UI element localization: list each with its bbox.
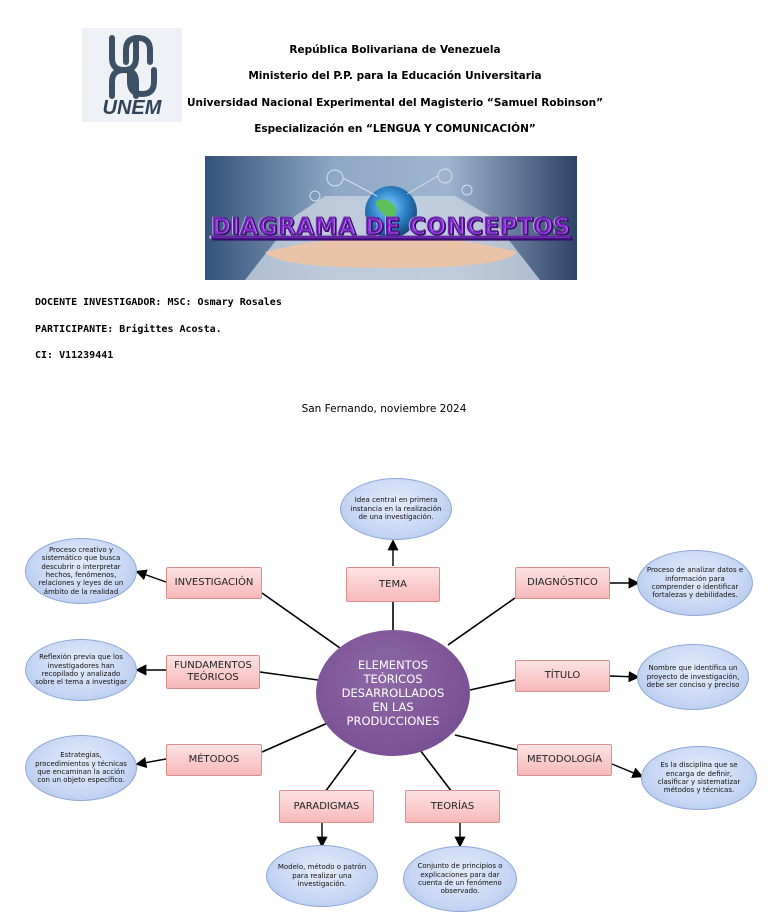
- arrow-titulo: [609, 671, 640, 683]
- connector-metodologia: [454, 734, 519, 751]
- connector-investigacion: [261, 592, 341, 649]
- concept-tema: TEMA: [346, 567, 440, 602]
- header-line-universidad: Universidad Nacional Experimental del Ma…: [187, 97, 603, 109]
- participante-line: PARTICIPANTE: Brigittes Acosta.: [35, 324, 222, 335]
- definition-diagnostico: Proceso de analizar datos e información …: [637, 550, 753, 616]
- definition-metodologia: Es la disciplina que se encarga de defin…: [641, 746, 757, 810]
- definition-investigacion: Proceso creativo y sistemático que busca…: [25, 538, 137, 604]
- concept-metodologia: METODOLOGÍA: [517, 744, 612, 776]
- place-date: San Fernando, noviembre 2024: [301, 403, 467, 415]
- definition-titulo: Nombre que identifica un proyecto de inv…: [637, 644, 749, 710]
- header-line-ministerio: Ministerio del P.P. para la Educación Un…: [248, 70, 542, 82]
- header-line-republica: República Bolivariana de Venezuela: [289, 44, 501, 56]
- connector-paradigmas: [324, 749, 357, 793]
- concept-fundamentos-teoricos: FUNDAMENTOS TEÓRICOS: [166, 655, 260, 689]
- arrow-metodologia: [611, 763, 644, 778]
- concept-metodos: MÉTODOS: [166, 744, 262, 776]
- svg-text:UNEM: UNEM: [103, 97, 163, 119]
- concept-diagnostico: DIAGNÓSTICO: [515, 567, 610, 599]
- arrow-investigacion: [135, 569, 167, 583]
- definition-metodos: Estrategias, procedimientos y técnicas q…: [25, 735, 137, 801]
- concept-titulo: TÍTULO: [515, 660, 610, 692]
- header-line-especializacion: Especialización en “LENGUA Y COMUNICACIÓ…: [254, 123, 536, 135]
- unem-logo: UNEM: [82, 28, 182, 122]
- definition-tema: Idea central en primera instancia en la …: [340, 478, 452, 540]
- definition-teorias: Conjunto de principios o explicaciones p…: [403, 846, 517, 912]
- concept-paradigmas: PARADIGMAS: [279, 790, 374, 823]
- central-concept: ELEMENTOS TEÓRICOS DESARROLLADOS EN LAS …: [316, 630, 470, 756]
- arrow-metodos: [135, 757, 167, 769]
- banner-image: DIAGRAMA DE CONCEPTOS: [205, 156, 577, 280]
- connector-teorias: [419, 749, 453, 793]
- concept-investigacion: INVESTIGACIÓN: [166, 567, 262, 599]
- concept-teorias: TEORÍAS: [405, 790, 500, 823]
- docente-line: DOCENTE INVESTIGADOR: MSC: Osmary Rosale…: [35, 297, 282, 308]
- connector-fundamentos: [259, 671, 319, 681]
- ci-line: CI: V11239441: [35, 350, 114, 361]
- connector-diagnostico: [447, 597, 516, 646]
- definition-fundamentos: Reflexión previa que los investigadores …: [25, 639, 137, 701]
- banner-title: DIAGRAMA DE CONCEPTOS: [212, 214, 571, 240]
- connector-metodos: [261, 721, 331, 753]
- connector-titulo: [469, 679, 516, 691]
- definition-paradigmas: Modelo, método o patrón para realizar un…: [266, 845, 378, 907]
